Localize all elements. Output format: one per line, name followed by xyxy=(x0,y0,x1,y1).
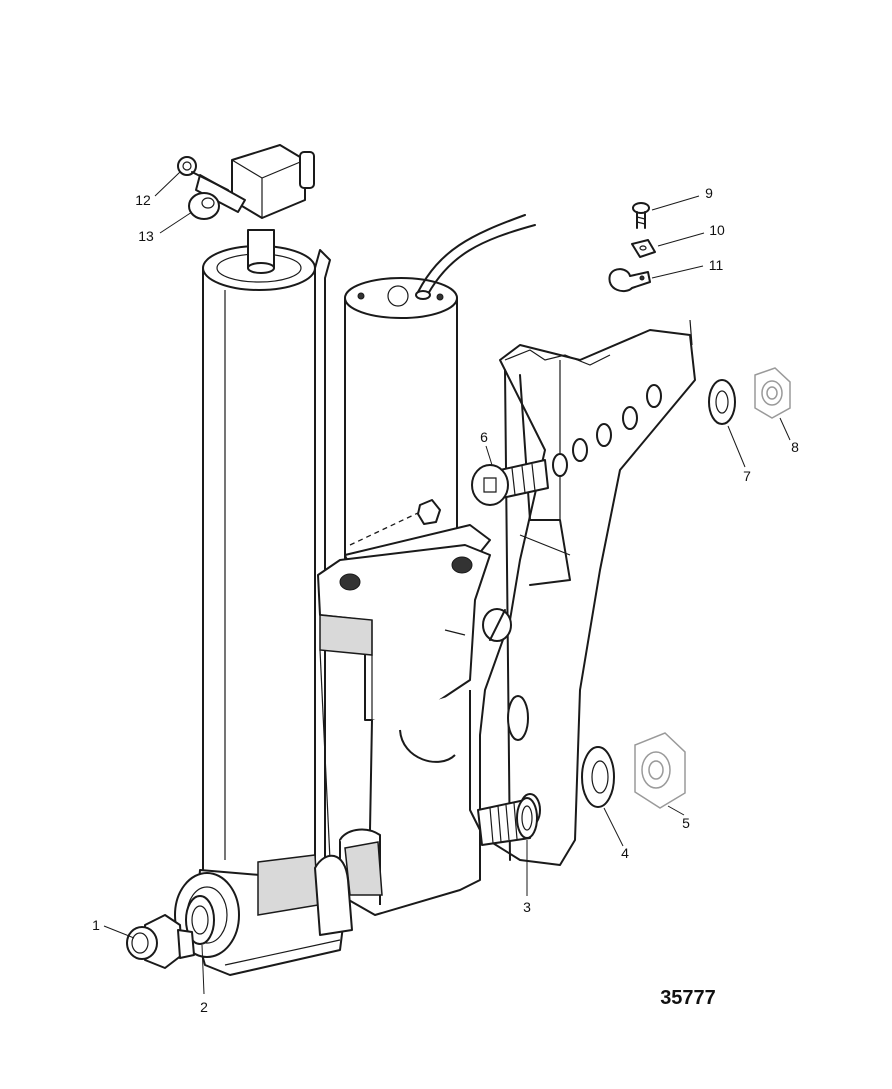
leader-lines xyxy=(103,171,791,995)
callout-13: 13 xyxy=(138,228,154,244)
part-8-nut xyxy=(754,367,791,419)
figure-reference-number: 35777 xyxy=(660,987,716,1009)
callout-8: 8 xyxy=(791,439,799,455)
trim-cylinder xyxy=(202,229,331,879)
part-5-nut xyxy=(634,732,686,809)
callout-1: 1 xyxy=(92,917,100,933)
assembly-reference-line xyxy=(349,499,441,546)
part-4-washer xyxy=(581,746,615,808)
callout-10: 10 xyxy=(709,222,725,238)
callout-2: 2 xyxy=(200,999,208,1015)
callout-3: 3 xyxy=(523,899,531,915)
part-12-valve-screw xyxy=(177,156,229,191)
callout-12: 12 xyxy=(135,192,151,208)
callout-5: 5 xyxy=(682,815,690,831)
lower-pivot-housing xyxy=(339,690,481,916)
callout-11: 11 xyxy=(709,257,724,273)
part-11-cable-clamp xyxy=(608,268,651,293)
part-6-socket-bolt xyxy=(471,459,549,506)
part-7-washer xyxy=(708,379,736,425)
callout-9: 9 xyxy=(705,185,713,201)
callout-labels: 1 2 3 4 5 6 7 8 9 10 11 12 13 xyxy=(92,185,799,1015)
callout-4: 4 xyxy=(621,845,629,861)
part-9-screw xyxy=(632,202,650,229)
part-10-clip-nut xyxy=(631,239,656,258)
hydraulic-fitting xyxy=(195,144,315,219)
part-13-knob xyxy=(188,192,220,220)
part-3-threaded-bolt xyxy=(477,797,538,846)
part-1-nut xyxy=(126,914,195,969)
callout-7: 7 xyxy=(743,468,751,484)
callout-6: 6 xyxy=(480,429,488,445)
